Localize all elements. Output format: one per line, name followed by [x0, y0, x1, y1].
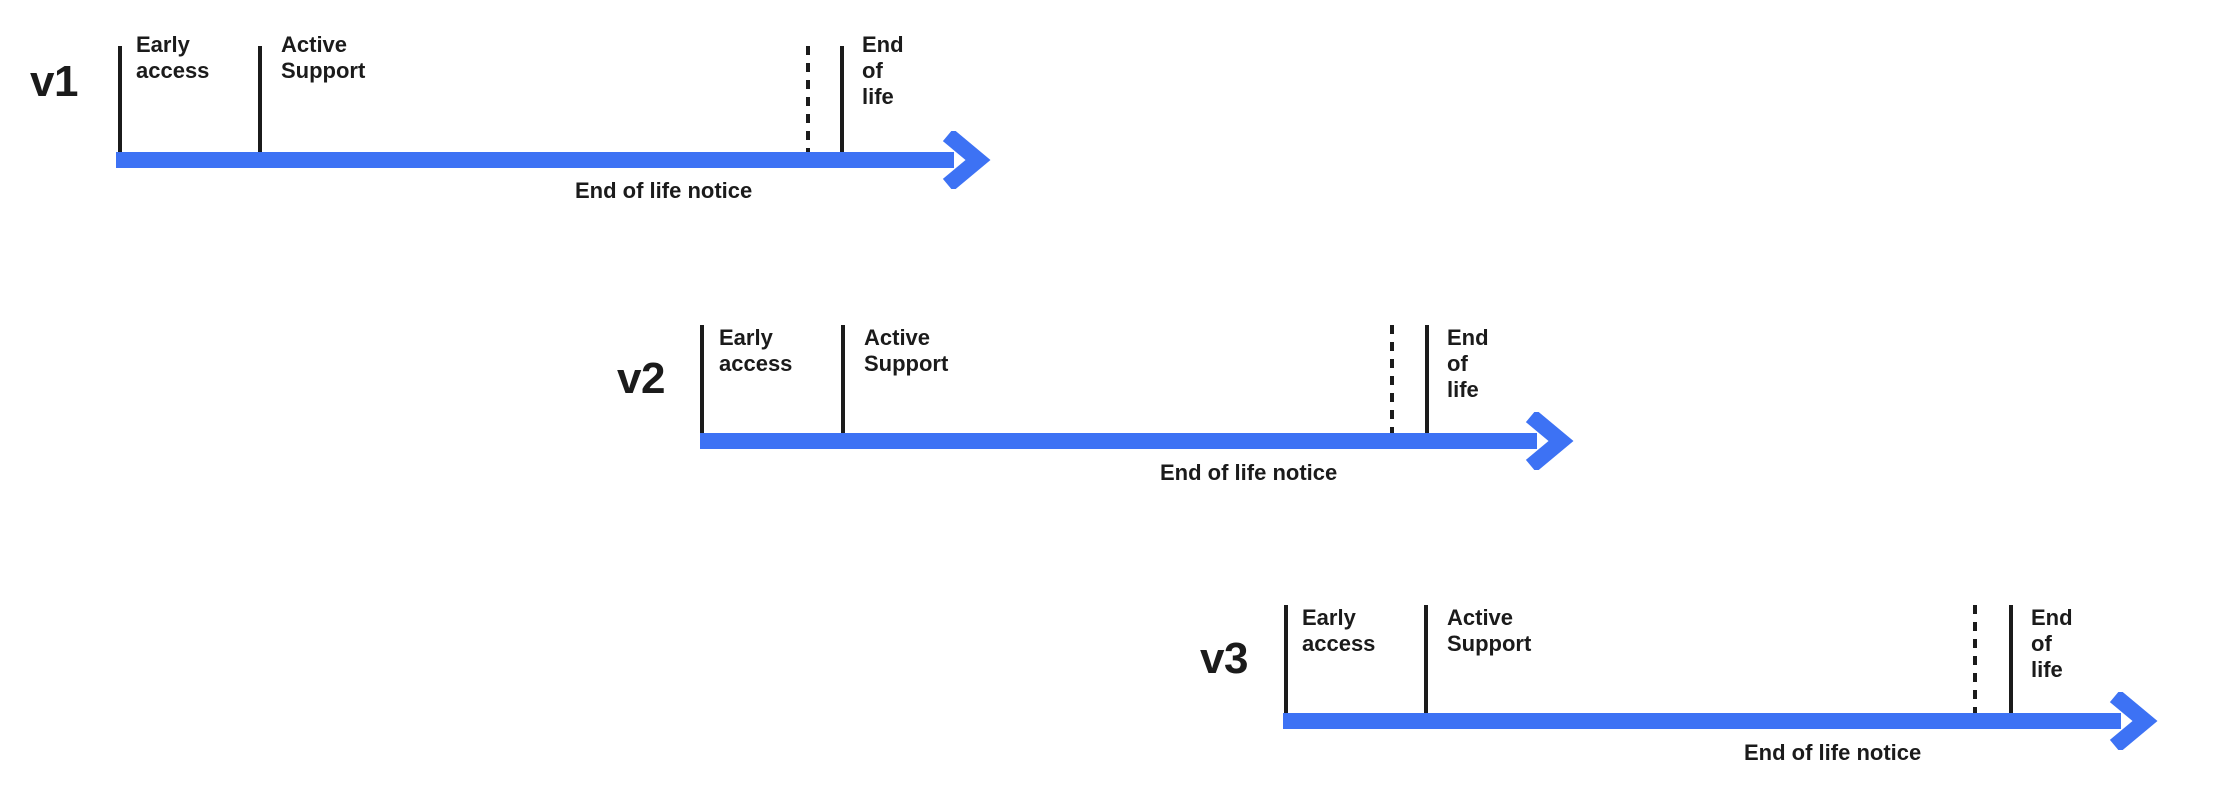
phase-divider-v3-1 — [1284, 605, 1288, 713]
phase-label-early-access-v3: Early access — [1302, 605, 1376, 656]
timeline-arrow-shaft-v1 — [116, 152, 954, 168]
end-of-life-notice-label-v2: End of life notice — [1160, 460, 1338, 485]
phase-label-end-of-life-v1: End of life — [862, 32, 904, 109]
end-of-life-notice-marker-v2 — [1390, 325, 1394, 433]
end-of-life-notice-label-v3: End of life notice — [1744, 740, 1922, 765]
phase-divider-v1-1 — [118, 46, 122, 152]
version-label-v2: v2 — [617, 354, 665, 403]
timeline-arrow-head-v1 — [940, 131, 998, 189]
phase-label-active-support-v3: Active Support — [1447, 605, 1532, 656]
phase-divider-v3-2 — [1424, 605, 1428, 713]
end-of-life-divider-v1 — [840, 46, 844, 152]
end-of-life-notice-marker-v3 — [1973, 605, 1977, 713]
timeline-arrow-head-v3 — [2107, 692, 2165, 750]
timeline-arrow-head-v2 — [1523, 412, 1581, 470]
end-of-life-divider-v2 — [1425, 325, 1429, 433]
phase-divider-v2-1 — [700, 325, 704, 433]
phase-label-end-of-life-v2: End of life — [1447, 325, 1489, 402]
phase-label-active-support-v1: Active Support — [281, 32, 366, 83]
phase-label-end-of-life-v3: End of life — [2031, 605, 2073, 682]
version-label-v1: v1 — [30, 57, 78, 106]
end-of-life-notice-label-v1: End of life notice — [575, 178, 753, 203]
end-of-life-notice-marker-v1 — [806, 46, 810, 152]
phase-label-early-access-v1: Early access — [136, 32, 210, 83]
phase-divider-v1-2 — [258, 46, 262, 152]
version-label-v3: v3 — [1200, 634, 1248, 683]
timeline-arrow-shaft-v3 — [1283, 713, 2121, 729]
phase-divider-v2-2 — [841, 325, 845, 433]
phase-label-early-access-v2: Early access — [719, 325, 793, 376]
phase-label-active-support-v2: Active Support — [864, 325, 949, 376]
timeline-arrow-shaft-v2 — [700, 433, 1537, 449]
end-of-life-divider-v3 — [2009, 605, 2013, 713]
